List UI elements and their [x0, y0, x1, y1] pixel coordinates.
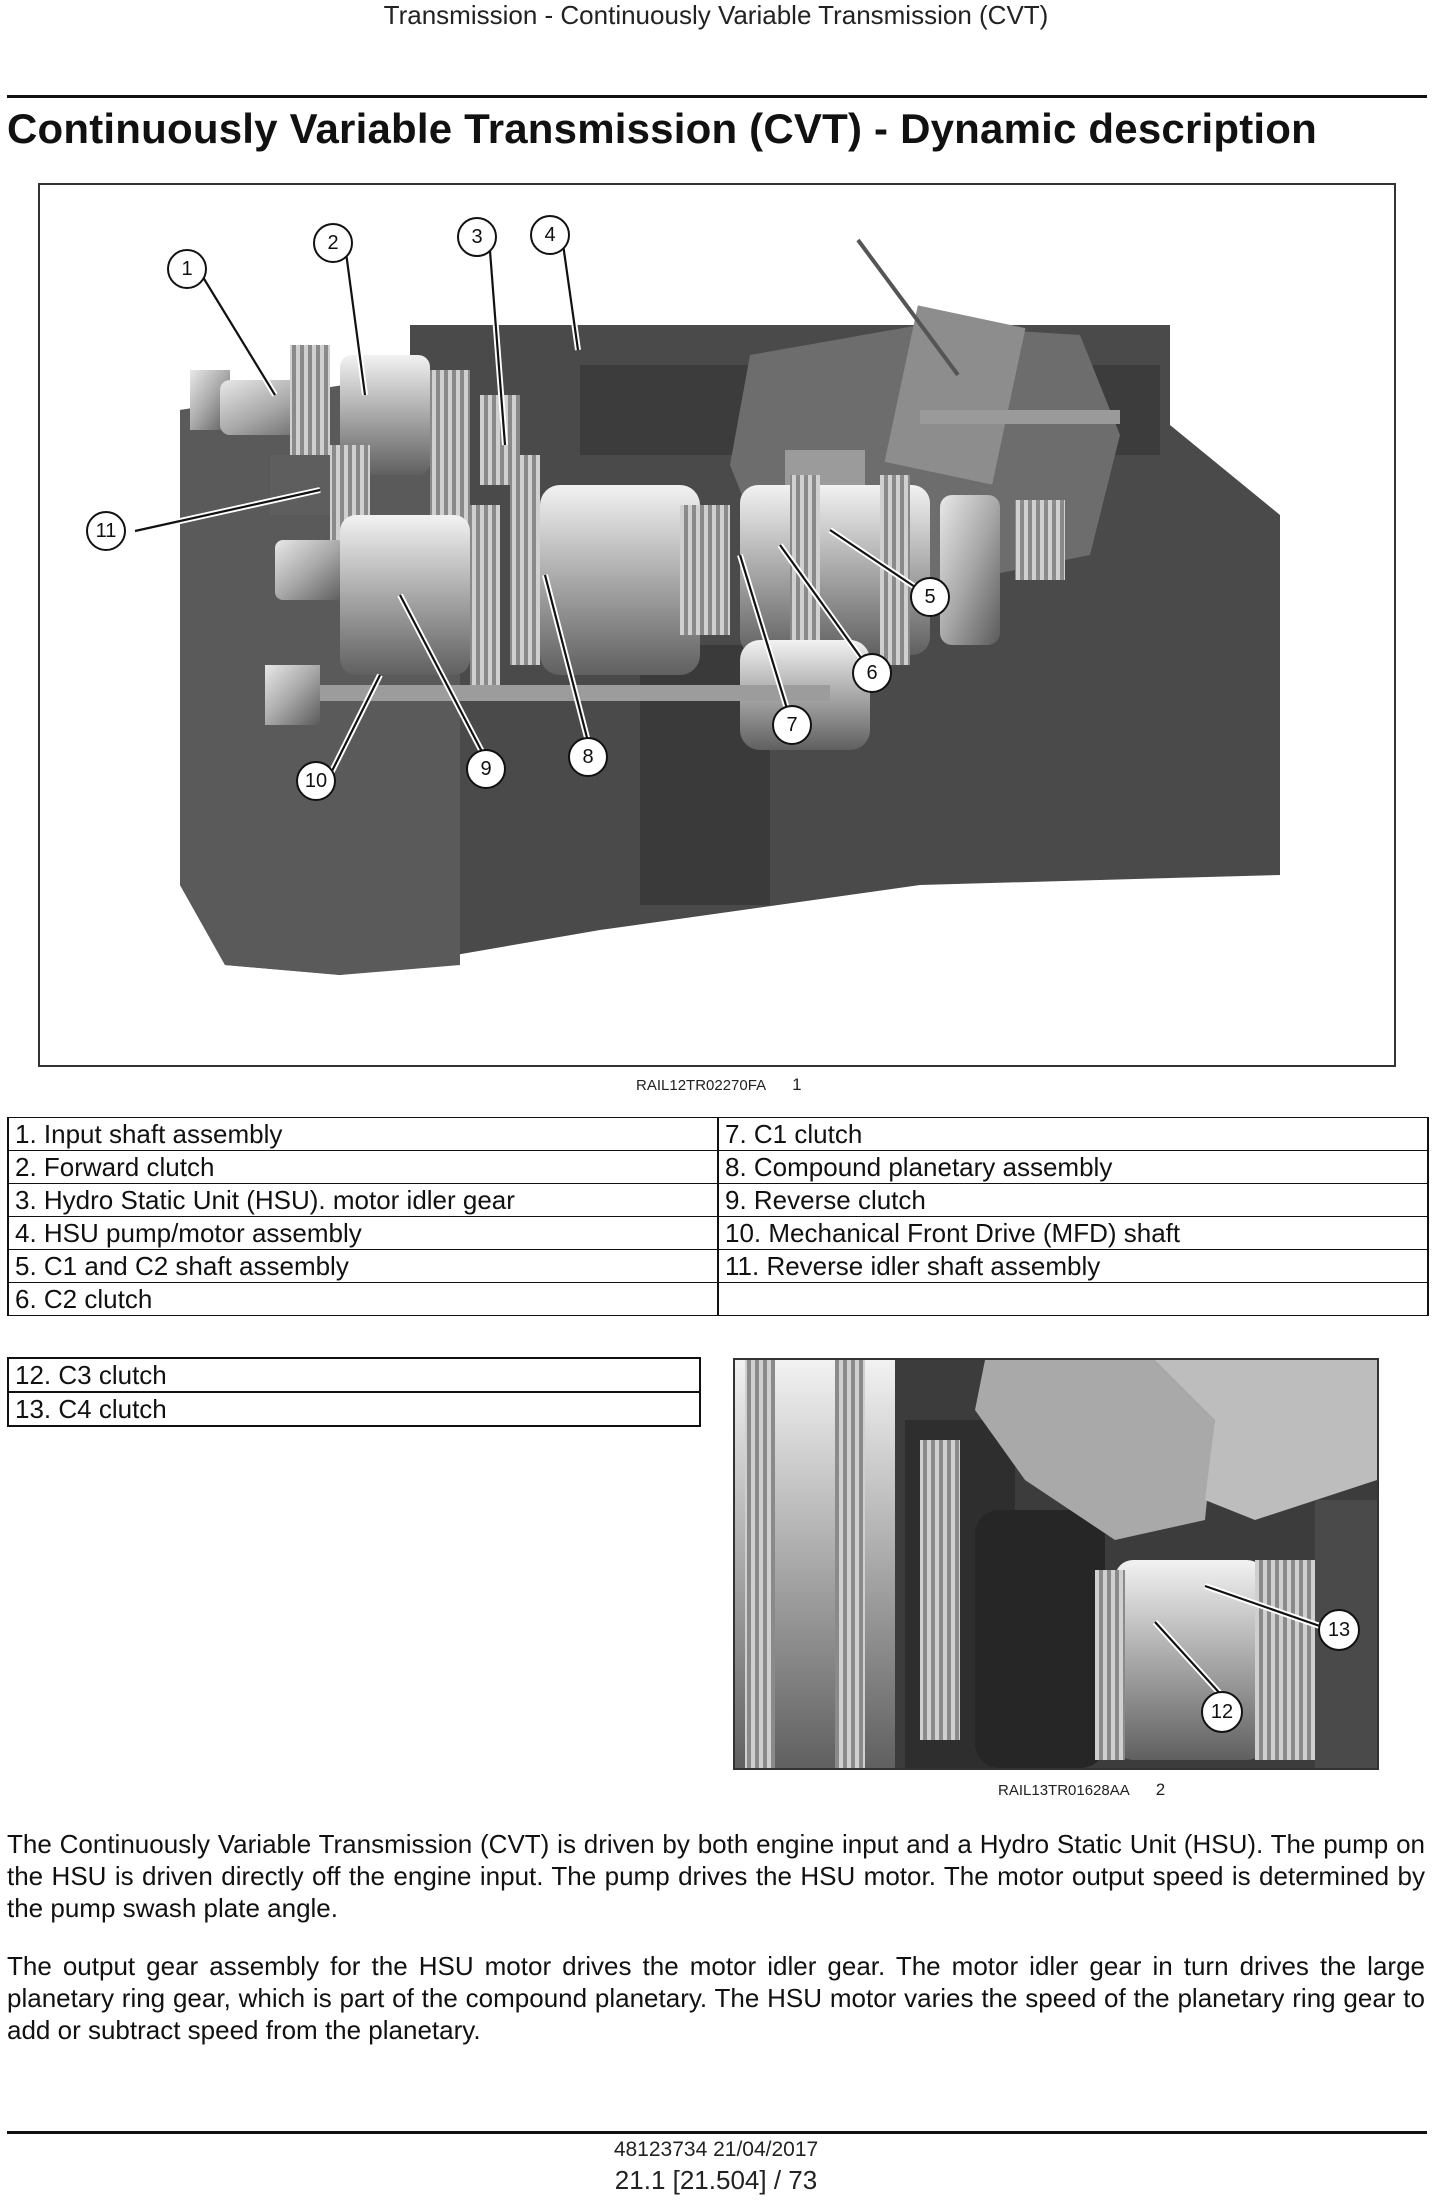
svg-text:3: 3	[471, 226, 482, 248]
footer-rule	[7, 2131, 1427, 2134]
clutch-closeup-illustration: 12 13	[735, 1360, 1377, 1768]
header-rule	[7, 95, 1427, 98]
callout-10: 10	[296, 761, 336, 801]
legend-item: 3. Hydro Static Unit (HSU). motor idler …	[7, 1183, 719, 1217]
legend-row: 1. Input shaft assembly 7. C1 clutch	[7, 1117, 1429, 1151]
svg-text:13: 13	[1328, 1619, 1350, 1641]
callout-9: 9	[466, 749, 506, 789]
callout-7: 7	[772, 705, 812, 745]
description-paragraph-2: The output gear assembly for the HSU mot…	[7, 1951, 1425, 2045]
callout-1: 1	[167, 249, 207, 289]
gear-train	[190, 345, 1120, 750]
footer-document-ref: 48123734 21/04/2017	[613, 2138, 819, 2161]
legend-item: 1. Input shaft assembly	[7, 1117, 719, 1151]
legend-row: 4. HSU pump/motor assembly 10. Mechanica…	[7, 1216, 1429, 1250]
svg-text:1: 1	[181, 258, 192, 280]
figure-1-id: RAIL12TR02270FA	[636, 1077, 767, 1094]
svg-text:7: 7	[786, 714, 797, 736]
callout-3: 3	[457, 217, 497, 257]
callout-8: 8	[568, 737, 608, 777]
legend-row: 5. C1 and C2 shaft assembly 11. Reverse …	[7, 1249, 1429, 1283]
legend-row: 13. C4 clutch	[7, 1391, 701, 1427]
svg-text:2: 2	[327, 232, 338, 254]
callout-4: 4	[530, 215, 570, 255]
figure-2-caption: RAIL13TR01628AA 2	[998, 1780, 1165, 1800]
callout-6: 6	[852, 653, 892, 693]
figure-2-legend: 12. C3 clutch 13. C4 clutch	[7, 1357, 701, 1427]
svg-text:12: 12	[1211, 1701, 1233, 1723]
legend-item: 2. Forward clutch	[7, 1150, 719, 1184]
page-title: Continuously Variable Transmission (CVT)…	[7, 105, 1317, 152]
legend-item: 4. HSU pump/motor assembly	[7, 1216, 719, 1250]
legend-item: 8. Compound planetary assembly	[717, 1150, 1429, 1184]
clutch-closeup-parts	[735, 1360, 1377, 1768]
running-header: Transmission - Continuously Variable Tra…	[383, 0, 1049, 30]
svg-text:5: 5	[924, 586, 935, 608]
svg-text:10: 10	[305, 770, 327, 792]
legend-item	[717, 1282, 1429, 1316]
callouts: 1 2 3 4 5 6 7 8 9 10 11	[86, 215, 950, 801]
transmission-cutaway-illustration: 1 2 3 4 5 6 7 8 9 10 11	[86, 215, 1280, 975]
description-paragraph-1: The Continuously Variable Transmission (…	[7, 1829, 1425, 1923]
callout-12: 12	[1201, 1691, 1243, 1733]
svg-text:11: 11	[96, 520, 117, 542]
svg-text:6: 6	[866, 662, 877, 684]
legend-item: 13. C4 clutch	[7, 1391, 701, 1427]
legend-item: 12. C3 clutch	[7, 1357, 701, 1393]
legend-item: 9. Reverse clutch	[717, 1183, 1429, 1217]
legend-item: 11. Reverse idler shaft assembly	[717, 1249, 1429, 1283]
legend-row: 3. Hydro Static Unit (HSU). motor idler …	[7, 1183, 1429, 1217]
svg-text:8: 8	[582, 746, 593, 768]
callout-leaders	[134, 236, 932, 777]
svg-text:9: 9	[480, 758, 491, 780]
figure-1-legend: 1. Input shaft assembly 7. C1 clutch 2. …	[7, 1117, 1429, 1316]
transmission-cutaway-figure: 1 2 3 4 5 6 7 8 9 10 11	[38, 183, 1396, 1067]
callout-2: 2	[313, 223, 353, 263]
legend-row: 2. Forward clutch 8. Compound planetary …	[7, 1150, 1429, 1184]
svg-text:4: 4	[544, 224, 555, 246]
footer-page-ref: 21.1 [21.504] / 73	[614, 2165, 818, 2195]
legend-row: 12. C3 clutch	[7, 1357, 701, 1393]
legend-item: 6. C2 clutch	[7, 1282, 719, 1316]
legend-item: 7. C1 clutch	[717, 1117, 1429, 1151]
legend-item: 5. C1 and C2 shaft assembly	[7, 1249, 719, 1283]
callout-5: 5	[910, 577, 950, 617]
figure-2-id: RAIL13TR01628AA	[998, 1782, 1130, 1799]
callout-13: 13	[1318, 1609, 1360, 1651]
legend-row: 6. C2 clutch	[7, 1282, 1429, 1316]
legend-item: 10. Mechanical Front Drive (MFD) shaft	[717, 1216, 1429, 1250]
clutch-closeup-figure: 12 13	[733, 1358, 1379, 1770]
callout-11: 11	[86, 511, 126, 551]
figure-1-caption: RAIL12TR02270FA 1	[636, 1075, 802, 1095]
figure-2-number: 2	[1155, 1780, 1166, 1799]
figure-1-number: 1	[792, 1075, 802, 1094]
